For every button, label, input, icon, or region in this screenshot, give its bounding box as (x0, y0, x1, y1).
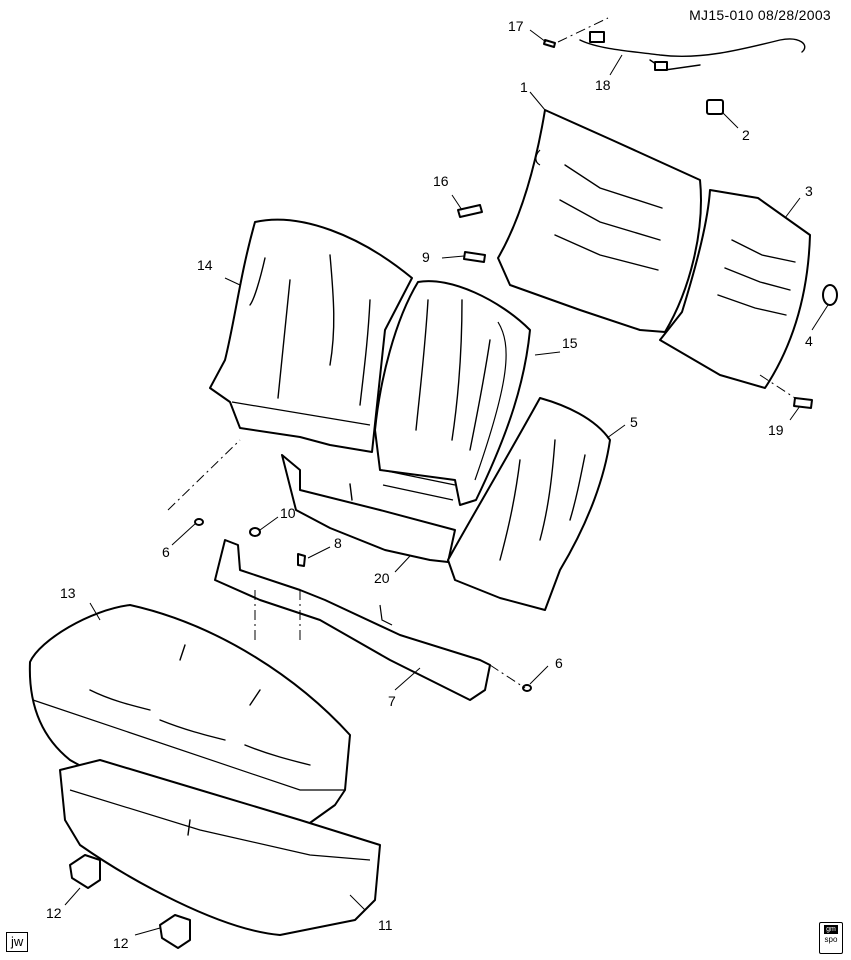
callout-6a: 6 (162, 544, 170, 560)
callout-1: 1 (520, 79, 528, 95)
rear-panel-1 (497, 109, 702, 333)
bolt-9 (463, 251, 486, 263)
rear-panel-3 (659, 189, 811, 389)
callout-9: 9 (422, 249, 430, 265)
callout-18: 18 (595, 77, 611, 93)
seat-cushion-frame-11 (59, 759, 381, 936)
bolt-16 (457, 204, 483, 218)
callout-16: 16 (433, 173, 449, 189)
seat-bracket-7 (214, 539, 491, 701)
bolt-19 (793, 397, 813, 409)
gm-spo-logo: gm spo (819, 922, 843, 954)
latch-12a (69, 854, 101, 889)
callout-4: 4 (805, 333, 813, 349)
document-id: MJ15-010 08/28/2003 (689, 7, 831, 23)
wiring-harness-18 (579, 31, 806, 71)
callout-20: 20 (374, 570, 390, 586)
gm-logo-mark: gm (824, 925, 838, 934)
callout-7: 7 (388, 693, 396, 709)
nut-10 (249, 527, 261, 537)
spo-text: spo (824, 935, 838, 944)
callout-14: 14 (197, 257, 213, 273)
screw-17 (543, 39, 556, 48)
seat-back-panel-5 (447, 397, 611, 611)
illustrator-initials: jw (6, 932, 29, 952)
seat-back-panel-15 (374, 280, 531, 506)
callout-6b: 6 (555, 655, 563, 671)
center-lines (167, 17, 796, 689)
seat-back-panel-14 (209, 218, 413, 453)
callout-12b: 12 (113, 935, 129, 951)
latch-12b (159, 914, 191, 949)
callout-13: 13 (60, 585, 76, 601)
callout-5: 5 (630, 414, 638, 430)
callout-10: 10 (280, 505, 296, 521)
callout-11: 11 (378, 917, 393, 933)
callout-8: 8 (334, 535, 342, 551)
callout-19: 19 (768, 422, 784, 438)
leader-lines (64, 29, 829, 936)
nut-6a (194, 518, 204, 526)
clip-4 (822, 284, 838, 306)
callout-12a: 12 (46, 905, 62, 921)
bolt-8 (297, 553, 306, 567)
headrest-guide-2 (706, 99, 724, 115)
nut-6b (522, 684, 532, 692)
callout-15: 15 (562, 335, 578, 351)
callout-17: 17 (508, 18, 524, 34)
callout-2: 2 (742, 127, 750, 143)
callout-3: 3 (805, 183, 813, 199)
